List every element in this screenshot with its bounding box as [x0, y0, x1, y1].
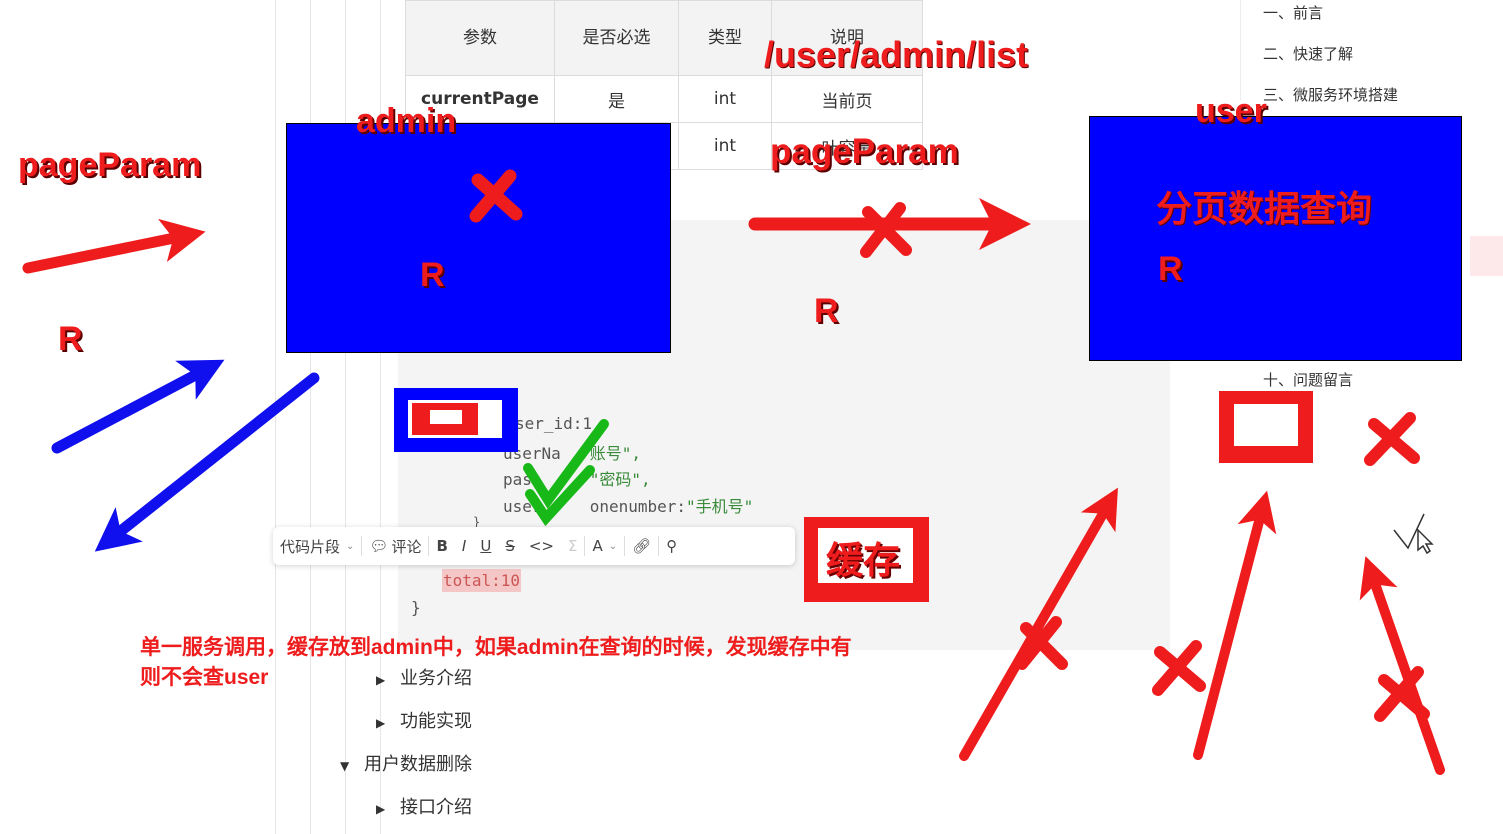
toc-item-preface[interactable]: 一、前言	[1263, 4, 1324, 22]
x-mark	[1016, 616, 1068, 670]
comment-icon: 💬︎	[369, 537, 389, 555]
font-color-label: A	[592, 537, 603, 555]
x-mark	[860, 202, 912, 258]
triangle-right-icon: ▶	[376, 673, 386, 687]
check-mark	[523, 419, 609, 527]
x-mark	[1152, 640, 1206, 696]
toc-divider	[1240, 0, 1241, 100]
toolbar-divider	[361, 536, 363, 556]
outline-item-api-intro[interactable]: ▶接口介绍	[376, 797, 472, 818]
toolbar-divider	[624, 536, 626, 556]
toc-item-environment[interactable]: 三、微服务环境搭建	[1263, 86, 1399, 104]
toc-item-feedback[interactable]: 十、问题留言	[1263, 371, 1354, 389]
toc-item-quickstart[interactable]: 二、快速了解	[1263, 45, 1354, 63]
triangle-right-icon: ▶	[376, 716, 386, 730]
table-cell: 当前页	[771, 75, 923, 123]
annotation-r-mid: R	[814, 292, 839, 330]
header-desc: 说明	[771, 0, 923, 76]
x-mark	[1364, 412, 1420, 466]
header-required: 是否必选	[554, 0, 679, 76]
red-square-inner	[1234, 404, 1298, 446]
snippet-dropdown[interactable]: 代码片段 ⌄	[273, 527, 361, 565]
pencil-check	[1393, 513, 1434, 555]
annotation-url: /user/admin/list	[764, 34, 1029, 75]
annotation-r-left: R	[58, 320, 83, 358]
format-toolbar: 代码片段 ⌄ 💬︎ 评论 B I U S <> Σ A ⌄ 🔗︎ ⚲	[273, 527, 795, 565]
comment-button[interactable]: 💬︎ 评论	[362, 527, 428, 565]
highlight-strip	[1470, 236, 1503, 276]
toolbar-divider	[584, 536, 586, 556]
red-arrow	[1193, 490, 1277, 760]
gutter-line	[275, 0, 276, 834]
chevron-down-icon: ⌄	[608, 540, 618, 552]
italic-button[interactable]: I	[461, 537, 467, 555]
gutter-line	[345, 0, 346, 834]
admin-service-box	[286, 123, 671, 353]
x-mark	[1374, 666, 1430, 722]
annotation-note-line2: 则不会查user	[140, 666, 269, 689]
triangle-right-icon: ▶	[376, 802, 386, 816]
link-icon[interactable]: 🔗︎	[632, 537, 652, 555]
annotation-pageparam-mid: pageParam	[770, 132, 959, 171]
font-color-button[interactable]: A ⌄	[585, 527, 624, 565]
table-cell: int	[678, 122, 772, 170]
header-type: 类型	[678, 0, 772, 76]
chevron-down-icon: ⌄	[346, 540, 355, 552]
inline-code-button[interactable]: <>	[528, 537, 554, 555]
blue-arrow	[51, 359, 225, 454]
outline-item-func-impl[interactable]: ▶功能实现	[376, 711, 472, 732]
comment-label: 评论	[391, 537, 422, 556]
bold-button[interactable]: B	[436, 537, 448, 555]
gutter-line	[310, 0, 311, 834]
red-arrow	[1359, 556, 1445, 775]
annotation-r-admin: R	[420, 256, 445, 294]
annotation-note-line1: 单一服务调用，缓存放到admin中，如果admin在查询的时候，发现缓存中有	[140, 636, 852, 659]
code-line: }	[473, 515, 481, 529]
outline-item-user-delete[interactable]: ▼用户数据删除	[340, 754, 472, 775]
x-mark	[469, 169, 523, 223]
outline-item-biz-intro[interactable]: ▶业务介绍	[376, 668, 472, 689]
gutter-line	[380, 0, 381, 834]
cache-label: 缓存	[826, 538, 900, 582]
code-line: }	[411, 598, 421, 617]
blue-arrow	[94, 372, 320, 552]
toolbar-divider	[658, 536, 660, 556]
user-service-box	[1089, 116, 1462, 361]
header-param: 参数	[405, 0, 555, 76]
strikethrough-button[interactable]: S	[505, 537, 515, 555]
marker-white	[430, 410, 462, 424]
underline-button[interactable]: U	[480, 537, 492, 555]
code-line: ser_id:1,	[515, 414, 602, 433]
red-arrow	[22, 218, 206, 274]
cache-box-inner	[818, 528, 913, 583]
annotation-paging-query: 分页数据查询	[1156, 188, 1373, 230]
annotation-admin: admin	[356, 102, 457, 140]
triangle-down-icon: ▼	[340, 759, 350, 773]
table-cell: 叶容量	[771, 122, 923, 170]
code-line: pass "密码",	[503, 470, 651, 489]
snippet-label: 代码片段	[280, 537, 341, 556]
search-icon[interactable]: ⚲	[666, 537, 678, 555]
formula-button[interactable]: Σ	[568, 537, 578, 555]
annotation-user: user	[1195, 92, 1267, 130]
annotation-r-user: R	[1158, 250, 1183, 288]
annotation-pageparam-left: pageParam	[18, 146, 202, 184]
code-total-highlight[interactable]: total:10	[442, 569, 522, 592]
toolbar-divider	[428, 536, 430, 556]
